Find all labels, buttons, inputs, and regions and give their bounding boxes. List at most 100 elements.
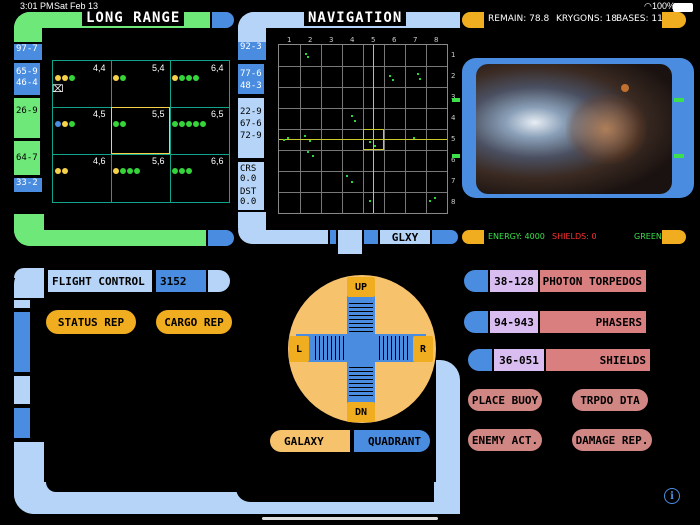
quadrant-object-dot <box>172 75 178 81</box>
dpad-left-button[interactable]: L <box>289 336 309 362</box>
indicator-light <box>674 98 684 102</box>
sector-star <box>369 141 371 143</box>
nav-side-value-group: 77-6 48-3 <box>238 64 264 94</box>
sector-star <box>309 140 311 142</box>
nav-sidebar: 92-3 77-6 48-3 22-9 67-6 72-9 CRS 0.0 DS… <box>238 42 266 212</box>
galaxy-button[interactable]: GALAXY <box>270 430 350 452</box>
sector-star <box>351 181 353 183</box>
quadrant-contents <box>113 121 126 127</box>
shields-button[interactable]: SHIELDS <box>546 349 650 371</box>
phasers-button[interactable]: PHASERS <box>540 311 646 333</box>
sector-star <box>307 151 309 153</box>
quadrant-contents <box>113 168 140 174</box>
quadrant-object-dot <box>193 121 199 127</box>
nav-course-box: CRS 0.0 DST 0.0 <box>238 162 264 210</box>
nav-col-number: 1 <box>287 36 292 44</box>
nebula-cloud <box>566 94 646 164</box>
dpad-right-track <box>376 336 410 360</box>
damage-rep-button[interactable]: DAMAGE REP. <box>572 429 652 451</box>
quadrant-object-dot <box>179 75 185 81</box>
quadrant-button[interactable]: QUADRANT <box>354 430 430 452</box>
sector-star <box>346 175 348 177</box>
energy-readout: ENERGY: 4000 <box>488 232 545 241</box>
nav-side-value: 77-6 <box>240 69 262 79</box>
dpad-up-button[interactable]: UP <box>347 277 375 297</box>
nav-grid-line <box>279 192 447 193</box>
status-rep-button[interactable]: STATUS REP <box>46 310 136 334</box>
nav-row-number: 4 <box>451 114 456 122</box>
nav-frame-bottom-seg2 <box>364 230 378 244</box>
battery-icon <box>673 3 693 12</box>
info-icon[interactable]: i <box>664 488 680 504</box>
long-range-sidebar: 97-7 65-9 46-4 26-9 64-7 33-2 <box>14 42 42 214</box>
flight-side-seg <box>14 312 30 372</box>
nav-side-value-group: 22-9 67-6 72-9 <box>238 98 264 158</box>
sector-star <box>354 120 356 122</box>
sector-star <box>374 145 376 147</box>
sector-star <box>307 56 309 58</box>
dst-label: DST <box>240 187 257 197</box>
weapon-cap <box>464 270 488 292</box>
nav-col-number: 3 <box>329 36 334 44</box>
lr-side-value: 97-7 <box>14 44 42 60</box>
nebula-star <box>621 84 629 92</box>
dpad-down-button[interactable]: DN <box>347 402 375 422</box>
sector-star <box>283 139 285 141</box>
quadrant-object-dot <box>179 121 185 127</box>
phasers-code: 94-943 <box>490 311 538 333</box>
nav-row-number: 2 <box>451 72 456 80</box>
shields-readout: SHIELDS: 0 <box>552 232 597 241</box>
grid-line <box>170 61 171 202</box>
sector-star <box>389 75 391 77</box>
long-range-frame-cap <box>212 12 234 28</box>
crs-value: 0.0 <box>240 174 257 184</box>
cargo-rep-button[interactable]: CARGO REP <box>156 310 232 334</box>
quadrant-object-dot <box>186 75 192 81</box>
dst-value: 0.0 <box>240 197 257 207</box>
flight-frame-top-left <box>14 268 44 278</box>
glxy-button[interactable]: GLXY <box>380 230 430 244</box>
nav-side-value: 72-9 <box>240 131 262 141</box>
trpdo-dta-button[interactable]: TRPDO DTA <box>572 389 648 411</box>
krygons-readout: KRYGONS: 18 <box>556 14 617 24</box>
photon-torpedos-code: 38-128 <box>490 270 538 292</box>
bases-readout: BASES: 11 <box>616 14 663 24</box>
quadrant-contents <box>55 75 75 81</box>
flight-side-seg <box>14 408 30 438</box>
indicator-light <box>674 154 684 158</box>
quadrant-contents <box>172 75 199 81</box>
quadrant-object-dot <box>120 121 126 127</box>
quadrant-object-dot <box>172 168 178 174</box>
sector-star <box>351 115 353 117</box>
nav-row-number: 6 <box>451 156 456 164</box>
nav-frame-bottom-cap <box>432 230 458 244</box>
lr-side-value: 26-9 <box>14 98 40 138</box>
weapon-cap <box>468 349 492 371</box>
current-quadrant-highlight <box>111 107 170 154</box>
place-buoy-button[interactable]: PLACE BUOY <box>468 389 542 411</box>
home-indicator <box>262 517 438 520</box>
nav-frame-bottom-seg <box>330 230 336 244</box>
long-range-frame-bottom-cap <box>208 230 234 246</box>
nav-frame-bottom-tab <box>338 230 362 254</box>
nav-side-value: 67-6 <box>240 119 262 129</box>
grid-line <box>53 154 229 155</box>
nav-row-number: 3 <box>451 93 456 101</box>
quadrant-object-dot <box>62 168 68 174</box>
quadrant-object-dot <box>55 168 61 174</box>
dpad-right-button[interactable]: R <box>413 336 433 362</box>
crosshair-icon: ⌧ <box>52 84 64 95</box>
enemy-act-button[interactable]: ENEMY ACT. <box>468 429 542 451</box>
sector-star <box>287 137 289 139</box>
sector-star <box>429 200 431 202</box>
nav-side-value: 92-3 <box>238 42 266 60</box>
photon-torpedos-button[interactable]: PHOTON TORPEDOS <box>540 270 646 292</box>
quadrant-object-dot <box>113 168 119 174</box>
quadrant-coord: 5,6 <box>152 156 165 166</box>
flight-side-seg <box>14 300 30 308</box>
flight-frame-inner-curve <box>46 482 242 492</box>
long-range-frame-bottom <box>14 230 206 246</box>
quadrant-object-dot <box>179 168 185 174</box>
